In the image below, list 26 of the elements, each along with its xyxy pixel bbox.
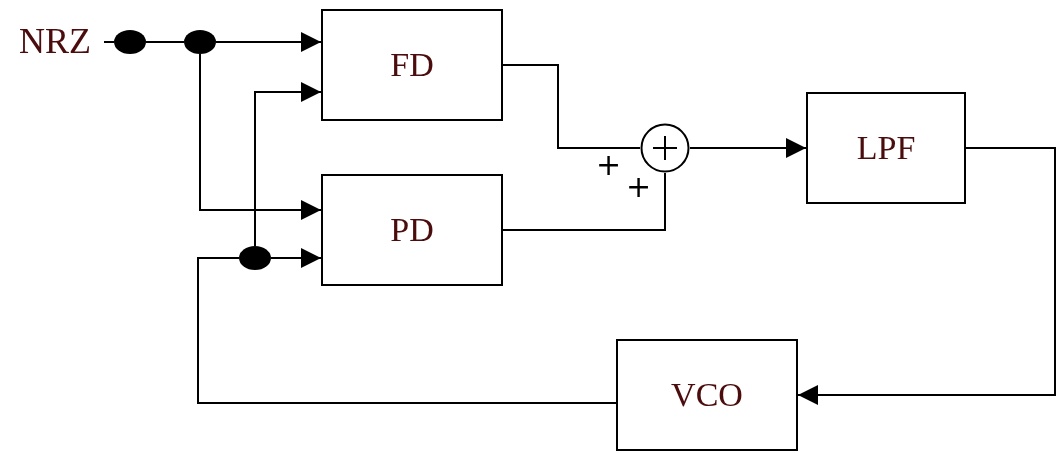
summing-junction — [640, 123, 690, 173]
junction-dot — [239, 246, 271, 270]
block-box — [806, 92, 966, 204]
junction-dot — [184, 30, 216, 54]
arrow — [270, 248, 322, 268]
connector-line — [502, 64, 641, 149]
block-label: FD — [390, 46, 434, 84]
arrow — [254, 82, 322, 247]
connector-line — [502, 172, 666, 231]
sign-label: + — [626, 172, 652, 202]
signal-label: NRZ — [19, 20, 91, 62]
block-box — [321, 9, 503, 121]
junction-dot — [114, 30, 146, 54]
arrow — [215, 32, 322, 52]
connector-line — [197, 257, 617, 404]
arrow — [797, 147, 1056, 405]
block-label: LPF — [856, 129, 916, 167]
block-box — [616, 339, 798, 451]
arrow — [199, 53, 322, 220]
connector-line — [103, 41, 115, 43]
sign-label: + — [596, 150, 622, 180]
block-label: VCO — [671, 376, 743, 414]
connector-line — [145, 41, 185, 43]
block-label: PD — [390, 211, 434, 249]
block-box — [321, 174, 503, 286]
arrow — [689, 138, 807, 158]
